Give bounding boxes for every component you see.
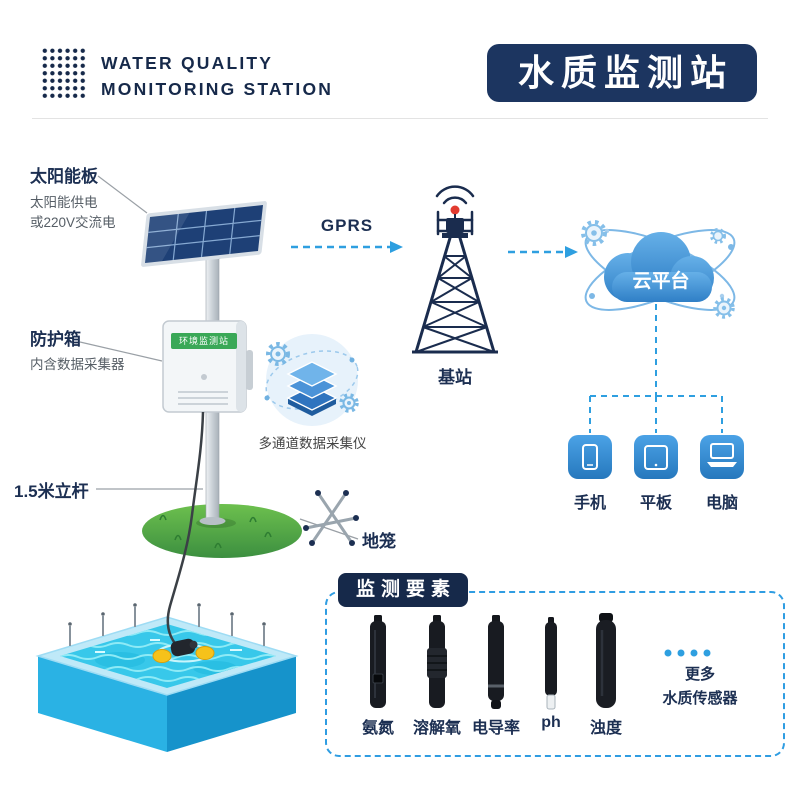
solar-sub-label-1: 太阳能供电	[30, 195, 98, 210]
sensor-label-ammonia: 氨氮	[361, 720, 394, 737]
gprs-label: GPRS	[320, 216, 374, 235]
cloud-platform	[581, 220, 736, 319]
sensor-probe-ammonia	[370, 615, 386, 708]
tablet-tile	[634, 435, 678, 479]
sensor-probe-conductivity	[488, 615, 504, 709]
gear-icon	[713, 297, 735, 319]
gprs-arrow	[291, 241, 403, 253]
client-devices	[568, 435, 744, 479]
logo-title: WATER QUALITY MONITORING STATION	[101, 50, 333, 103]
monitoring-elements-badge: 监测要素	[338, 573, 468, 607]
sensor-probe-dissolved-oxygen	[427, 615, 447, 708]
sensor-label-ph: ph	[541, 714, 561, 731]
more-sensors-label-1: 更多	[684, 666, 715, 683]
gear-icon	[710, 228, 726, 244]
cloud-platform-label: 云平台	[632, 271, 690, 292]
base-station-label: 基站	[438, 368, 472, 387]
sensor-label-dissolved-oxygen: 溶解氧	[412, 720, 461, 737]
signal-tower	[412, 185, 498, 354]
sensor-label-conductivity: 电导率	[471, 720, 520, 737]
solar-sub-label-2: 或220V交流电	[30, 215, 116, 230]
ground-cage	[303, 490, 359, 546]
page-title: 水质监测站	[487, 44, 757, 102]
gear-icon	[581, 220, 607, 246]
more-sensors-dots-icon	[664, 649, 711, 657]
grass-mound	[142, 504, 302, 558]
solar-panel-label: 太阳能板	[30, 167, 98, 186]
monitoring-elements-panel	[325, 591, 785, 757]
protection-box-label: 防护箱	[30, 330, 81, 349]
collector-label: 多通道数据采集仪	[258, 436, 367, 451]
solar-panel	[141, 201, 267, 267]
protection-box-sub-label: 内含数据采集器	[30, 357, 125, 372]
cloud-device-connections	[589, 304, 723, 433]
sensor-cable	[166, 411, 205, 649]
logo-dots-icon	[40, 46, 86, 98]
sensor-probe-turbidity	[596, 613, 616, 708]
rim-posts	[69, 607, 265, 646]
cloud-icon	[604, 232, 714, 302]
tablet-icon	[644, 445, 668, 470]
cage-label: 地笼	[362, 532, 396, 551]
laptop-icon	[707, 443, 737, 467]
gear-icon	[266, 342, 290, 366]
logo-title-line2: MONITORING STATION	[101, 79, 334, 100]
box-screen-label: 环境监测站	[171, 333, 237, 349]
header-divider	[32, 118, 768, 119]
tower-beacon-light	[450, 205, 460, 215]
logo-title-line1: WATER QUALITY	[101, 53, 274, 73]
device-label-phone: 手机	[573, 495, 606, 512]
gear-icon	[339, 393, 359, 413]
more-sensors-label-2: 水质传感器	[662, 690, 738, 707]
submerged-pump	[152, 638, 215, 663]
device-label-tablet: 平板	[639, 495, 672, 512]
pole-label: 1.5米立杆	[14, 482, 89, 501]
phone-icon	[582, 444, 598, 470]
sensor-label-turbidity: 浊度	[589, 720, 622, 737]
phone-tile	[568, 435, 612, 479]
tower-to-cloud-arrow	[508, 246, 578, 258]
device-label-computer: 电脑	[705, 495, 738, 512]
data-collector-icon	[264, 334, 359, 426]
sensor-probe-ph	[545, 617, 557, 710]
